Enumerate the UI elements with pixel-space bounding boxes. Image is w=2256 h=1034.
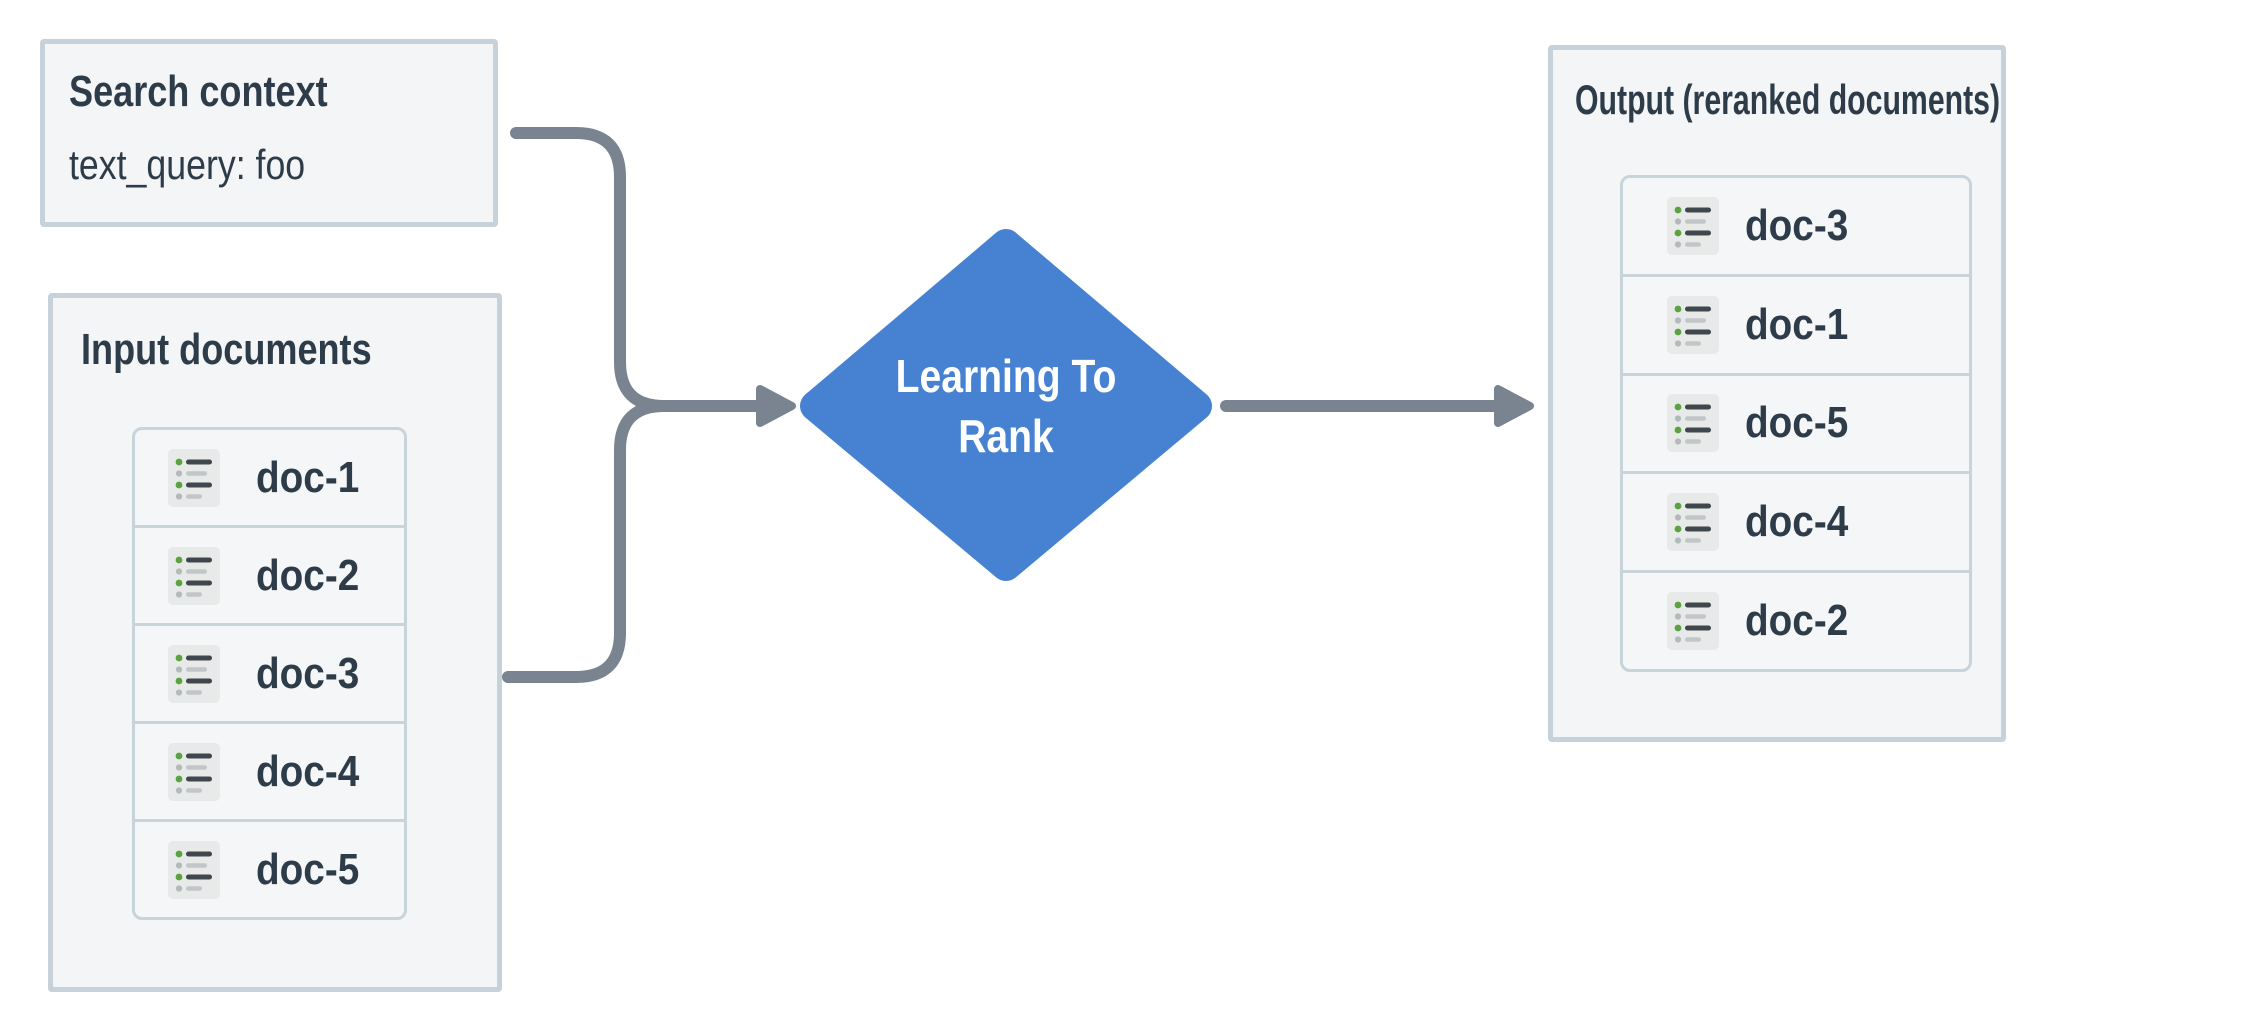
- input-doc-row: doc-4: [135, 724, 404, 819]
- doc-list-icon: [1667, 295, 1719, 354]
- output-doc-row: doc-4: [1623, 474, 1969, 571]
- output-doc-row: doc-3: [1623, 178, 1969, 274]
- output-doc-row: doc-2: [1623, 573, 1969, 669]
- arrowhead-into-diamond: [756, 385, 796, 427]
- doc-list-icon: [168, 546, 220, 605]
- input-documents-box: Input documents doc-1 doc-2 doc-3 doc-4 …: [48, 293, 502, 992]
- doc-list-icon: [168, 840, 220, 899]
- search-context-box: Search context text_query: foo: [40, 39, 498, 227]
- text-query-value: text_query: foo: [69, 141, 306, 188]
- connector-input-documents: [502, 400, 764, 683]
- ltr-diamond: [800, 229, 1212, 581]
- output-doc-row: doc-5: [1623, 375, 1969, 472]
- input-doc-row: doc-2: [135, 528, 404, 623]
- doc-label: doc-4: [1745, 497, 1849, 547]
- input-doc-row: doc-5: [135, 822, 404, 917]
- doc-list-icon: [1667, 592, 1719, 651]
- doc-label: doc-4: [256, 746, 360, 796]
- output-doc-list: doc-3 doc-1 doc-5 doc-4 doc-2: [1620, 175, 1972, 672]
- output-documents-title: Output (reranked documents): [1575, 76, 2001, 123]
- output-documents-box: Output (reranked documents) doc-3 doc-1 …: [1548, 45, 2006, 742]
- doc-list-icon: [1667, 394, 1719, 453]
- doc-label: doc-1: [256, 452, 360, 502]
- input-doc-list: doc-1 doc-2 doc-3 doc-4 doc-5: [132, 427, 407, 920]
- search-context-title: Search context: [69, 67, 328, 116]
- doc-list-icon: [1667, 493, 1719, 552]
- input-doc-row: doc-3: [135, 626, 404, 721]
- doc-label: doc-2: [256, 550, 360, 600]
- doc-label: doc-5: [1745, 398, 1849, 448]
- doc-list-icon: [168, 742, 220, 801]
- doc-list-icon: [1667, 196, 1719, 255]
- ltr-label-line1: Learning To: [895, 350, 1117, 402]
- doc-label: doc-3: [1745, 200, 1849, 250]
- input-doc-row: doc-1: [135, 430, 404, 525]
- doc-list-icon: [168, 448, 220, 507]
- connector-search-context: [510, 127, 764, 412]
- ltr-diamond-label: Learning To Rank: [836, 346, 1176, 466]
- output-doc-row: doc-1: [1623, 276, 1969, 373]
- doc-label: doc-3: [256, 648, 360, 698]
- arrowhead-into-output: [1494, 385, 1534, 427]
- ltr-label-line2: Rank: [958, 410, 1054, 462]
- doc-label: doc-1: [1745, 299, 1849, 349]
- doc-label: doc-5: [256, 844, 360, 894]
- input-documents-title: Input documents: [81, 325, 372, 374]
- doc-list-icon: [168, 644, 220, 703]
- doc-label: doc-2: [1745, 596, 1849, 646]
